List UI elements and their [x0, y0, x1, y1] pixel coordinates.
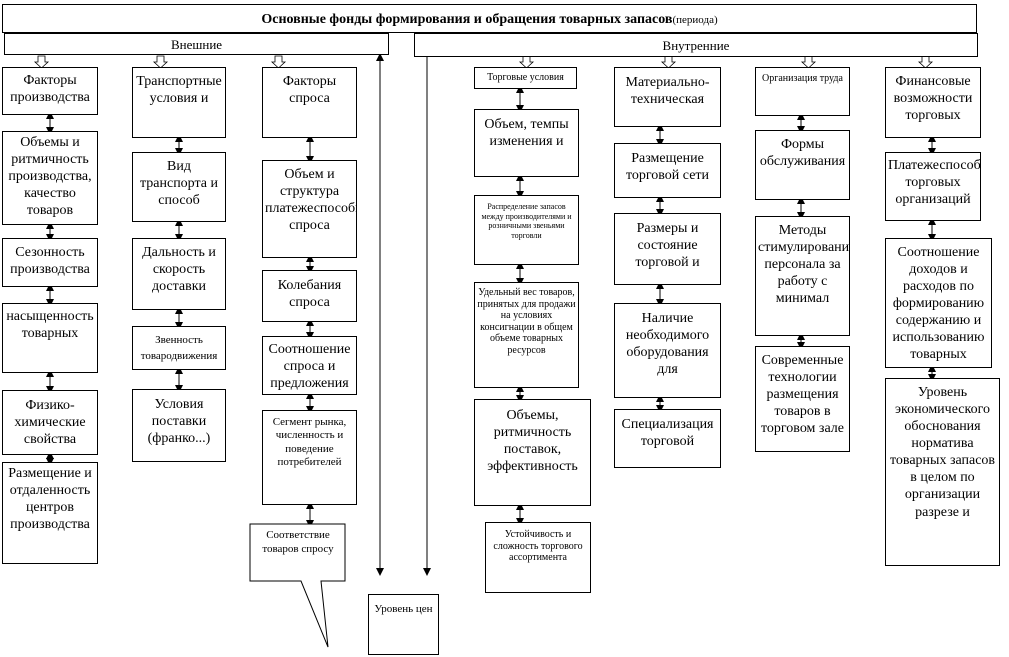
ext-col1-box-6: Размещение и отдаленность центров произв…: [2, 462, 98, 564]
int-col4-box-2: Объем, темпы изменения и: [474, 109, 579, 177]
int-col6-box-2: Формы обслуживания: [755, 130, 850, 200]
ext-col3-box-3: Колебания спроса: [262, 270, 357, 322]
int-col7-box-2: Платежеспособность торговых организаций: [885, 152, 981, 221]
int-col5-box-5: Специализация торговой: [614, 409, 721, 468]
int-col5-box-3: Размеры и состояние торговой и: [614, 213, 721, 285]
price-level-box: Уровень цен: [368, 594, 439, 655]
ext-col2-box-3: Дальность и скорость доставки: [132, 238, 226, 310]
int-col4-box-6: Устойчивость и сложность торгового ассор…: [485, 522, 591, 593]
diagram-title: Основные фонды формирования и обращения …: [2, 4, 977, 33]
ext-col1-box-4: насыщенность товарных: [2, 303, 98, 373]
callout-shape: [249, 523, 346, 648]
ext-col2-box-1: Транспортные условия и: [132, 67, 226, 138]
int-col5-box-1: Материально-техническая: [614, 67, 721, 127]
title-suffix: (периода): [672, 14, 718, 26]
int-col5-box-2: Размещение торговой сети: [614, 143, 721, 198]
ext-col1-box-2: Объемы и ритмичность производства, качес…: [2, 131, 98, 225]
ext-col3-box-4: Соотношение спроса и предложения: [262, 336, 357, 395]
int-col6-box-1: Организация труда: [755, 67, 850, 116]
int-col7-box-1: Финансовые возможности торговых: [885, 67, 981, 138]
int-col4-box-5: Объемы, ритмичность поставок, эффективно…: [474, 399, 591, 506]
external-header: Внешние: [4, 33, 389, 55]
ext-col3-box-6: Соответствие товаров спросу: [262, 529, 334, 555]
title-main: Основные фонды формирования и обращения …: [261, 12, 673, 27]
ext-col1-box-3: Сезонность производства: [2, 238, 98, 287]
internal-header: Внутренние: [414, 33, 978, 57]
ext-col2-box-2: Вид транспорта и способ: [132, 152, 226, 222]
ext-col2-box-5: Условия поставки (франко...): [132, 389, 226, 462]
transport-stages-title: Звенность товародвижения: [140, 334, 218, 363]
int-col6-box-3: Методы стимулирования персонала за работ…: [755, 216, 850, 336]
ext-col2-box-4: Звенность товародвижения: [132, 326, 226, 370]
ext-col3-box-2: Объем и структура платежеспособности спр…: [262, 160, 357, 258]
int-col4-box-4: Удельный вес товаров, принятых для прода…: [474, 282, 579, 388]
int-col5-box-4: Наличие необходимого оборудования для: [614, 303, 721, 398]
int-col4-box-3: Распределение запасов между производител…: [474, 195, 579, 265]
int-col4-box-1: Торговые условия: [474, 67, 577, 89]
int-col7-box-3: Соотношение доходов и расходов по формир…: [885, 238, 992, 368]
ext-col3-box-1: Факторы спроса: [262, 67, 357, 138]
ext-col1-box-1: Факторы производства: [2, 67, 98, 115]
int-col6-box-4: Современные технологии размещения товаро…: [755, 346, 850, 452]
int-col7-box-4: Уровень экономического обоснования норма…: [885, 378, 1000, 566]
ext-col3-box-5: Сегмент рынка, численность и поведение п…: [262, 410, 357, 505]
ext-col1-box-5: Физико-химические свойства: [2, 390, 98, 455]
